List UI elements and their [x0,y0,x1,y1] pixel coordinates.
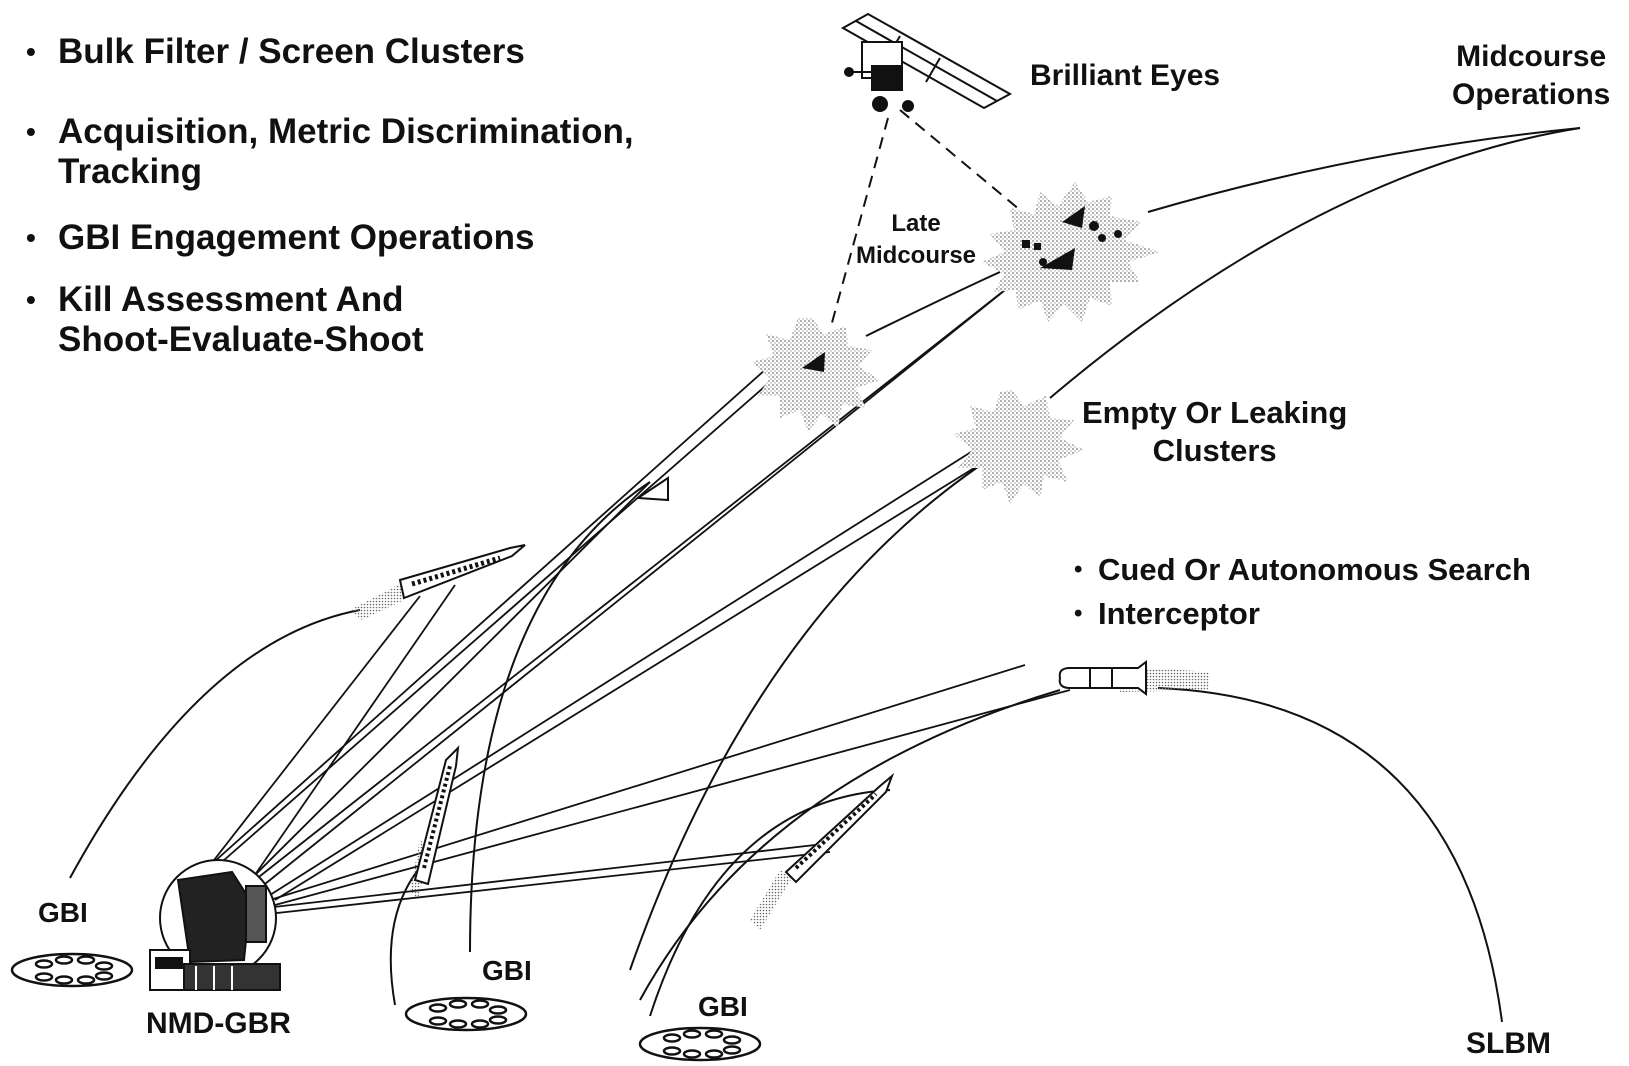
bullet-item: Acquisition, Metric Discrimination, Trac… [22,112,634,192]
bullet-item: Bulk Filter / Screen Clusters [22,32,634,72]
slbm-trajectory [1157,687,1503,1023]
label-line: Empty Or Leaking [1082,395,1348,430]
gbi-label-middle: GBI [482,955,532,986]
bullet-line: Tracking [58,152,202,191]
missile-silo-icon [10,952,134,988]
radar-icon [149,859,281,991]
bullet-line: Kill Assessment And [58,280,404,319]
bullet-line: Acquisition, Metric Discrimination, [58,112,634,151]
interceptor-missile-icon [410,745,460,900]
gbi-middle-flyout-2 [389,869,419,1006]
brilliant-eyes-label: Brilliant Eyes [1030,59,1221,92]
nmd-gbr-label: NMD-GBR [146,1007,291,1040]
late-midcourse-trajectory [865,271,1001,337]
gbi-middle-flyout [469,481,651,953]
bullet-line: GBI Engagement Operations [58,218,535,257]
empty-cluster-icon [954,390,1084,504]
gbi-left-flyout [69,609,361,879]
missile-silo-icon [638,1026,762,1062]
bullet-item: Kill Assessment And Shoot-Evaluate-Shoot [22,280,634,360]
satellite-icon [840,12,1013,112]
warhead-cone-icon [802,352,825,372]
warhead-cone-icon [1062,206,1085,228]
slbm-missile-icon [1058,660,1210,696]
gbi-right-flyout-1 [629,445,1011,971]
label-line: Midcourse [1456,40,1607,73]
gbi-right-flyout-2 [639,689,1061,1001]
missile-silo-icon [404,996,528,1032]
sensor-link-lines [829,109,1021,331]
warhead-cone-icon [1040,248,1075,270]
midcourse-operations-label: Midcourse Operations [1452,38,1610,114]
bullet-item: Cued Or Autonomous Search [1072,548,1531,592]
label-line: Operations [1452,78,1611,111]
interceptor-missile-icon [350,544,526,620]
midcourse-trajectory-lower [1049,127,1581,399]
left-bullet-list: Bulk Filter / Screen Clusters Acquisitio… [22,32,634,400]
warhead-cone-icon [634,476,669,502]
intermediate-cluster-icon [752,318,880,432]
gbi-label-right: GBI [698,991,748,1022]
interceptor-missile-icon [750,772,895,930]
label-line: Midcourse [856,242,977,269]
right-bullet-list: Cued Or Autonomous Search Interceptor [1072,548,1531,636]
gbi-label-left: GBI [38,897,88,928]
label-line: Clusters [1152,433,1277,468]
late-midcourse-label: Late Midcourse [856,208,976,272]
bullet-item: GBI Engagement Operations [22,218,634,258]
bullet-line: Shoot-Evaluate-Shoot [58,320,424,359]
midcourse-trajectory-upper [1147,127,1581,213]
empty-clusters-label: Empty Or Leaking Clusters [1082,394,1347,470]
label-line: Late [891,210,941,237]
gbi-right-flyout-3 [649,789,891,1017]
late-midcourse-cluster-icon [982,182,1160,322]
slbm-label: SLBM [1466,1027,1551,1060]
bullet-line: Bulk Filter / Screen Clusters [58,32,525,71]
bullet-item: Interceptor [1072,592,1531,636]
radar-beams [199,261,1071,915]
